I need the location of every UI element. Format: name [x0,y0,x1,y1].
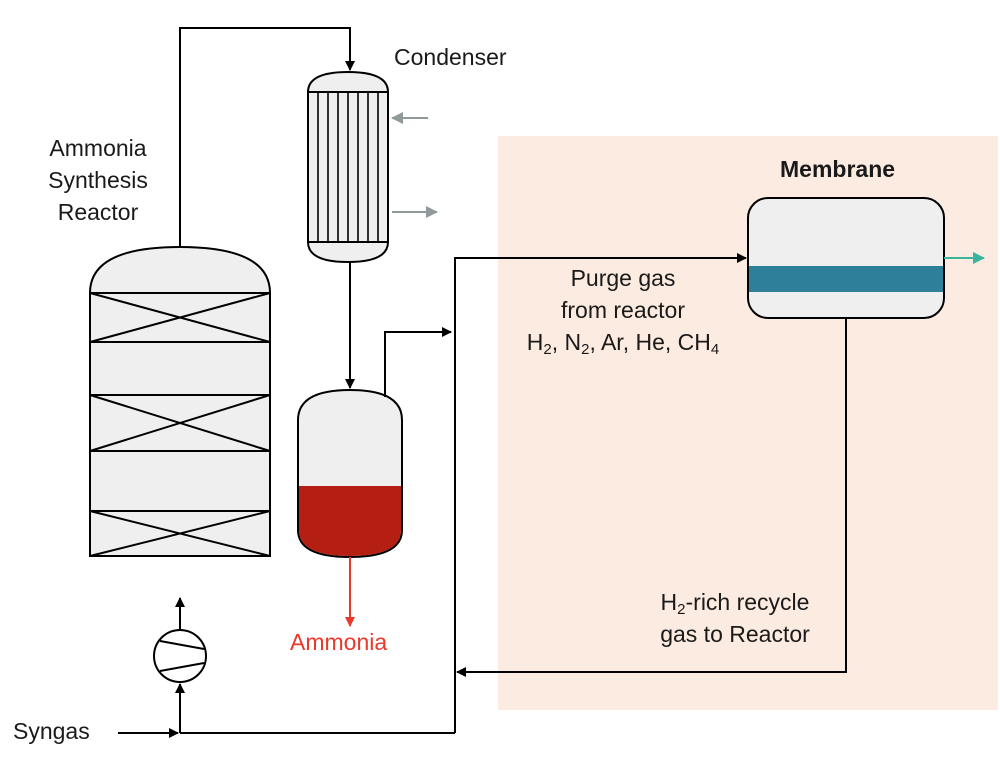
reactor-outlet-line [179,27,355,247]
membrane-module [747,197,945,319]
purge-gas-line [454,253,747,733]
condenser [307,70,389,264]
purge-gas-label: Purge gas from reactor H2, N2, Ar, He, C… [498,262,748,358]
membrane-layer [749,266,943,292]
condenser-label: Condenser [394,44,507,70]
ammonia-synthesis-reactor [89,245,271,557]
separator-vessel [297,388,403,559]
syngas-label: Syngas [13,718,90,744]
separator-vapor-line [384,327,452,397]
compressor-icon [153,629,207,683]
purge-gas-components: H2, N2, Ar, He, CH4 [526,329,720,358]
membrane-label: Membrane [780,156,896,182]
ammonia-label: Ammonia [290,629,388,655]
liquid-ammonia-level [299,486,401,556]
recycle-gas-label: H2-rich recycle gas to Reactor [660,589,810,647]
recycle-gas-line [456,318,847,677]
reactor-label: Ammonia Synthesis Reactor [48,135,148,225]
